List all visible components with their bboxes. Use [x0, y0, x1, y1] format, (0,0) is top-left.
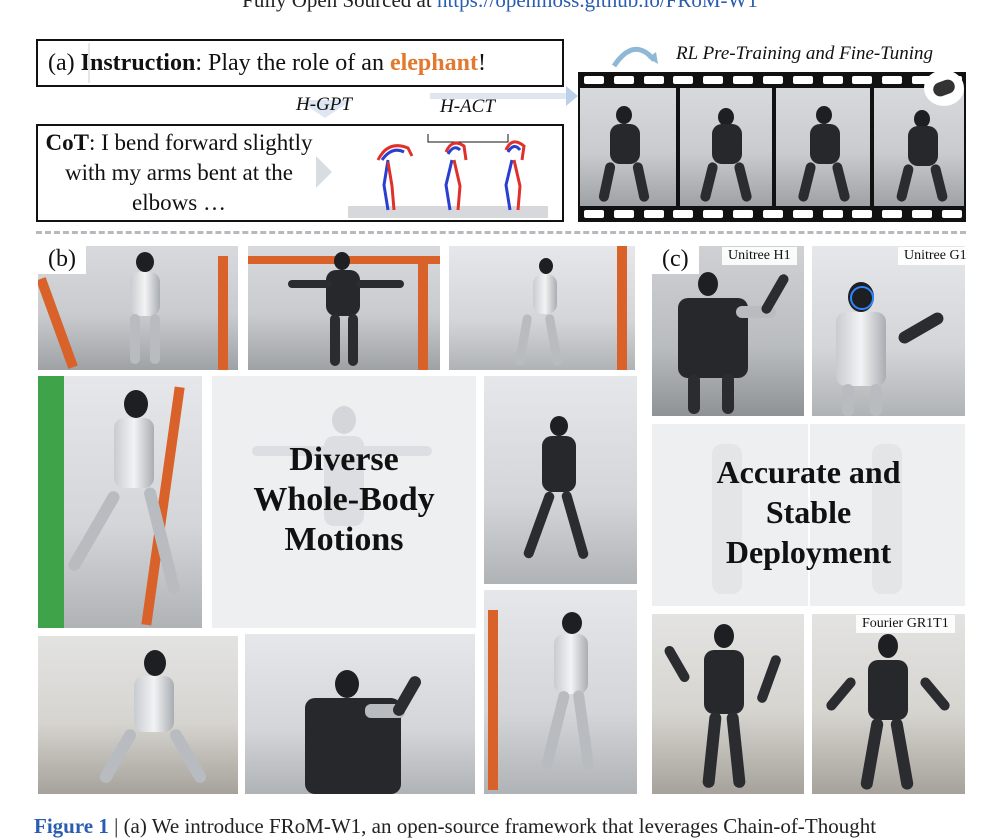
- film-frame-3: [772, 88, 870, 206]
- skeleton-bracket: [427, 134, 509, 143]
- overlay-accurate-deployment: Accurate and Stable Deployment: [652, 452, 965, 572]
- photo-b5-faded: [212, 376, 476, 628]
- overlay-c-line1: Accurate and: [716, 454, 901, 490]
- overlay-diverse-motions: Diverse Whole-Body Motions: [212, 440, 476, 560]
- instruction-end: !: [477, 50, 486, 76]
- overlay-c-line3: Deployment: [725, 534, 892, 570]
- film-holes-bottom: [584, 210, 962, 218]
- photo-b6: [484, 376, 637, 584]
- panel-b-label: (b): [38, 244, 86, 274]
- instruction-box: (a) Instruction: Play the role of an ele…: [36, 39, 564, 87]
- skeleton-pose-2: [444, 141, 468, 211]
- caption-text: | (a) We introduce FRoM-W1, an open-sour…: [108, 814, 877, 838]
- cot-box: [36, 124, 564, 222]
- photo-b3: [449, 246, 635, 370]
- skeleton-pose-1: [376, 144, 414, 211]
- film-frame-1: [580, 88, 676, 206]
- photo-b4: [38, 376, 202, 628]
- photo-b7: [38, 636, 238, 794]
- instruction-text: : Play the role of an: [195, 50, 390, 76]
- figure-number: Figure 1: [34, 814, 109, 838]
- rl-label: RL Pre-Training and Fine-Tuning: [676, 43, 934, 64]
- photo-b8: [245, 634, 475, 794]
- game-controller-icon: [924, 70, 964, 106]
- source-prefix: Fully Open Sourced at: [242, 0, 437, 12]
- photo-c4-gr1: [652, 614, 804, 794]
- h-act-arrow-bar: [430, 93, 570, 99]
- figure-caption: Figure 1 | (a) We introduce FRoM-W1, an …: [34, 814, 876, 839]
- h-act-label: H-ACT: [440, 96, 495, 117]
- skeleton-pose-3: [504, 140, 526, 211]
- label-divider: [88, 43, 90, 83]
- overlay-b-line3: Motions: [284, 521, 404, 558]
- photo-c5-gr1: [812, 614, 965, 794]
- photo-c3-faded: [652, 424, 965, 606]
- tag-unitree-h1: Unitree H1: [722, 247, 797, 265]
- section-divider: [36, 231, 966, 234]
- panel-c-label: (c): [652, 244, 699, 274]
- photo-b9: [484, 590, 637, 794]
- cot-paragraph: CoT: I bend forward slightly with my arm…: [44, 128, 314, 218]
- cot-arrow-icon: [316, 156, 332, 188]
- photo-b2: [248, 246, 440, 370]
- panel-a-label: (a): [48, 50, 75, 76]
- tag-unitree-g1: Unitree G1: [898, 247, 973, 265]
- skeleton-motion-figure: [348, 134, 548, 218]
- photo-c2-g1: [812, 246, 965, 416]
- h-act-arrow-icon: [566, 86, 578, 106]
- skeleton-ground: [348, 206, 548, 218]
- cot-key: CoT: [45, 130, 89, 155]
- source-link[interactable]: https://openmoss.github.io/FRoM-W1: [436, 0, 758, 12]
- curved-arrow-icon: [611, 47, 658, 68]
- film-frame-2: [676, 88, 772, 206]
- overlay-b-line2: Whole-Body: [253, 481, 435, 518]
- overlay-b-line1: Diverse: [289, 441, 399, 478]
- source-line: Fully Open Sourced at https://openmoss.g…: [0, 0, 1000, 13]
- cot-text: : I bend forward slightly with my arms b…: [64, 130, 313, 215]
- instruction-highlight: elephant: [389, 50, 478, 76]
- film-holes-top: [584, 76, 962, 84]
- overlay-c-line2: Stable: [765, 494, 852, 530]
- h-gpt-label: H-GPT: [296, 94, 352, 115]
- film-frame-4: [870, 88, 964, 206]
- tag-fourier-gr1t1: Fourier GR1T1: [856, 615, 955, 633]
- instruction-key: Instruction: [80, 50, 196, 76]
- photo-c1-h1: [652, 246, 804, 416]
